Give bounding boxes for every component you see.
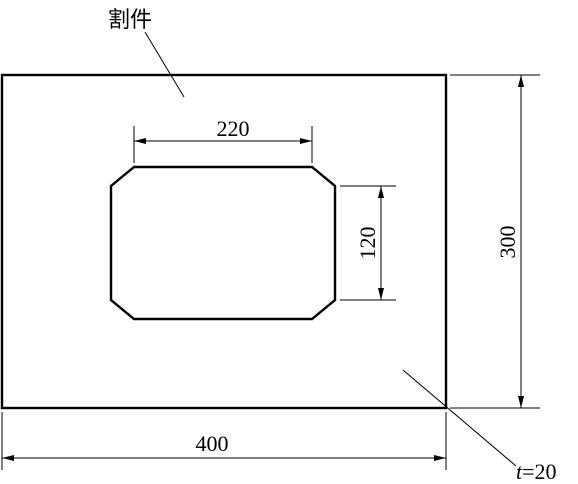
part-name-leader <box>144 31 185 98</box>
thickness-label: t=20 <box>516 459 557 484</box>
thickness-symbol: t <box>516 459 523 484</box>
cutout-outline <box>109 165 337 321</box>
width-label: 400 <box>196 431 229 456</box>
cutout-width-label: 220 <box>217 116 250 141</box>
plate-outline <box>0 73 448 410</box>
height-label: 300 <box>495 226 520 259</box>
part-name-label: 割件 <box>108 8 152 33</box>
thickness-value: =20 <box>522 459 556 484</box>
cutout-height-label: 120 <box>355 227 380 260</box>
thickness-leader <box>402 369 517 467</box>
